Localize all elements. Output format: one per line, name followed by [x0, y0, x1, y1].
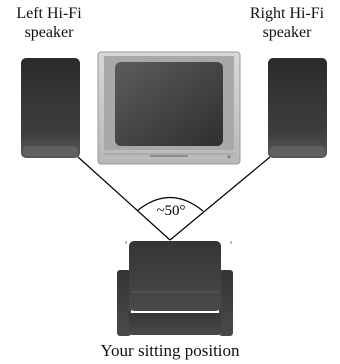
left-speaker-label: Left Hi-Fi speaker — [0, 4, 98, 42]
sitting-position-label: Your sitting position — [100, 341, 240, 360]
left-speaker-label-line2: speaker — [24, 24, 74, 41]
right-speaker — [268, 58, 327, 158]
chair — [117, 241, 233, 336]
angle-arc — [136, 197, 204, 212]
sight-lines — [77, 156, 271, 241]
left-speaker — [21, 58, 80, 158]
right-speaker-label-line1: Right Hi-Fi — [249, 5, 325, 22]
right-speaker-label: Right Hi-Fi speaker — [238, 4, 336, 42]
television — [97, 51, 241, 165]
angle-label: ~50° — [156, 203, 185, 219]
right-speaker-label-line2: speaker — [262, 24, 312, 41]
left-speaker-label-line1: Left Hi-Fi — [16, 5, 82, 22]
